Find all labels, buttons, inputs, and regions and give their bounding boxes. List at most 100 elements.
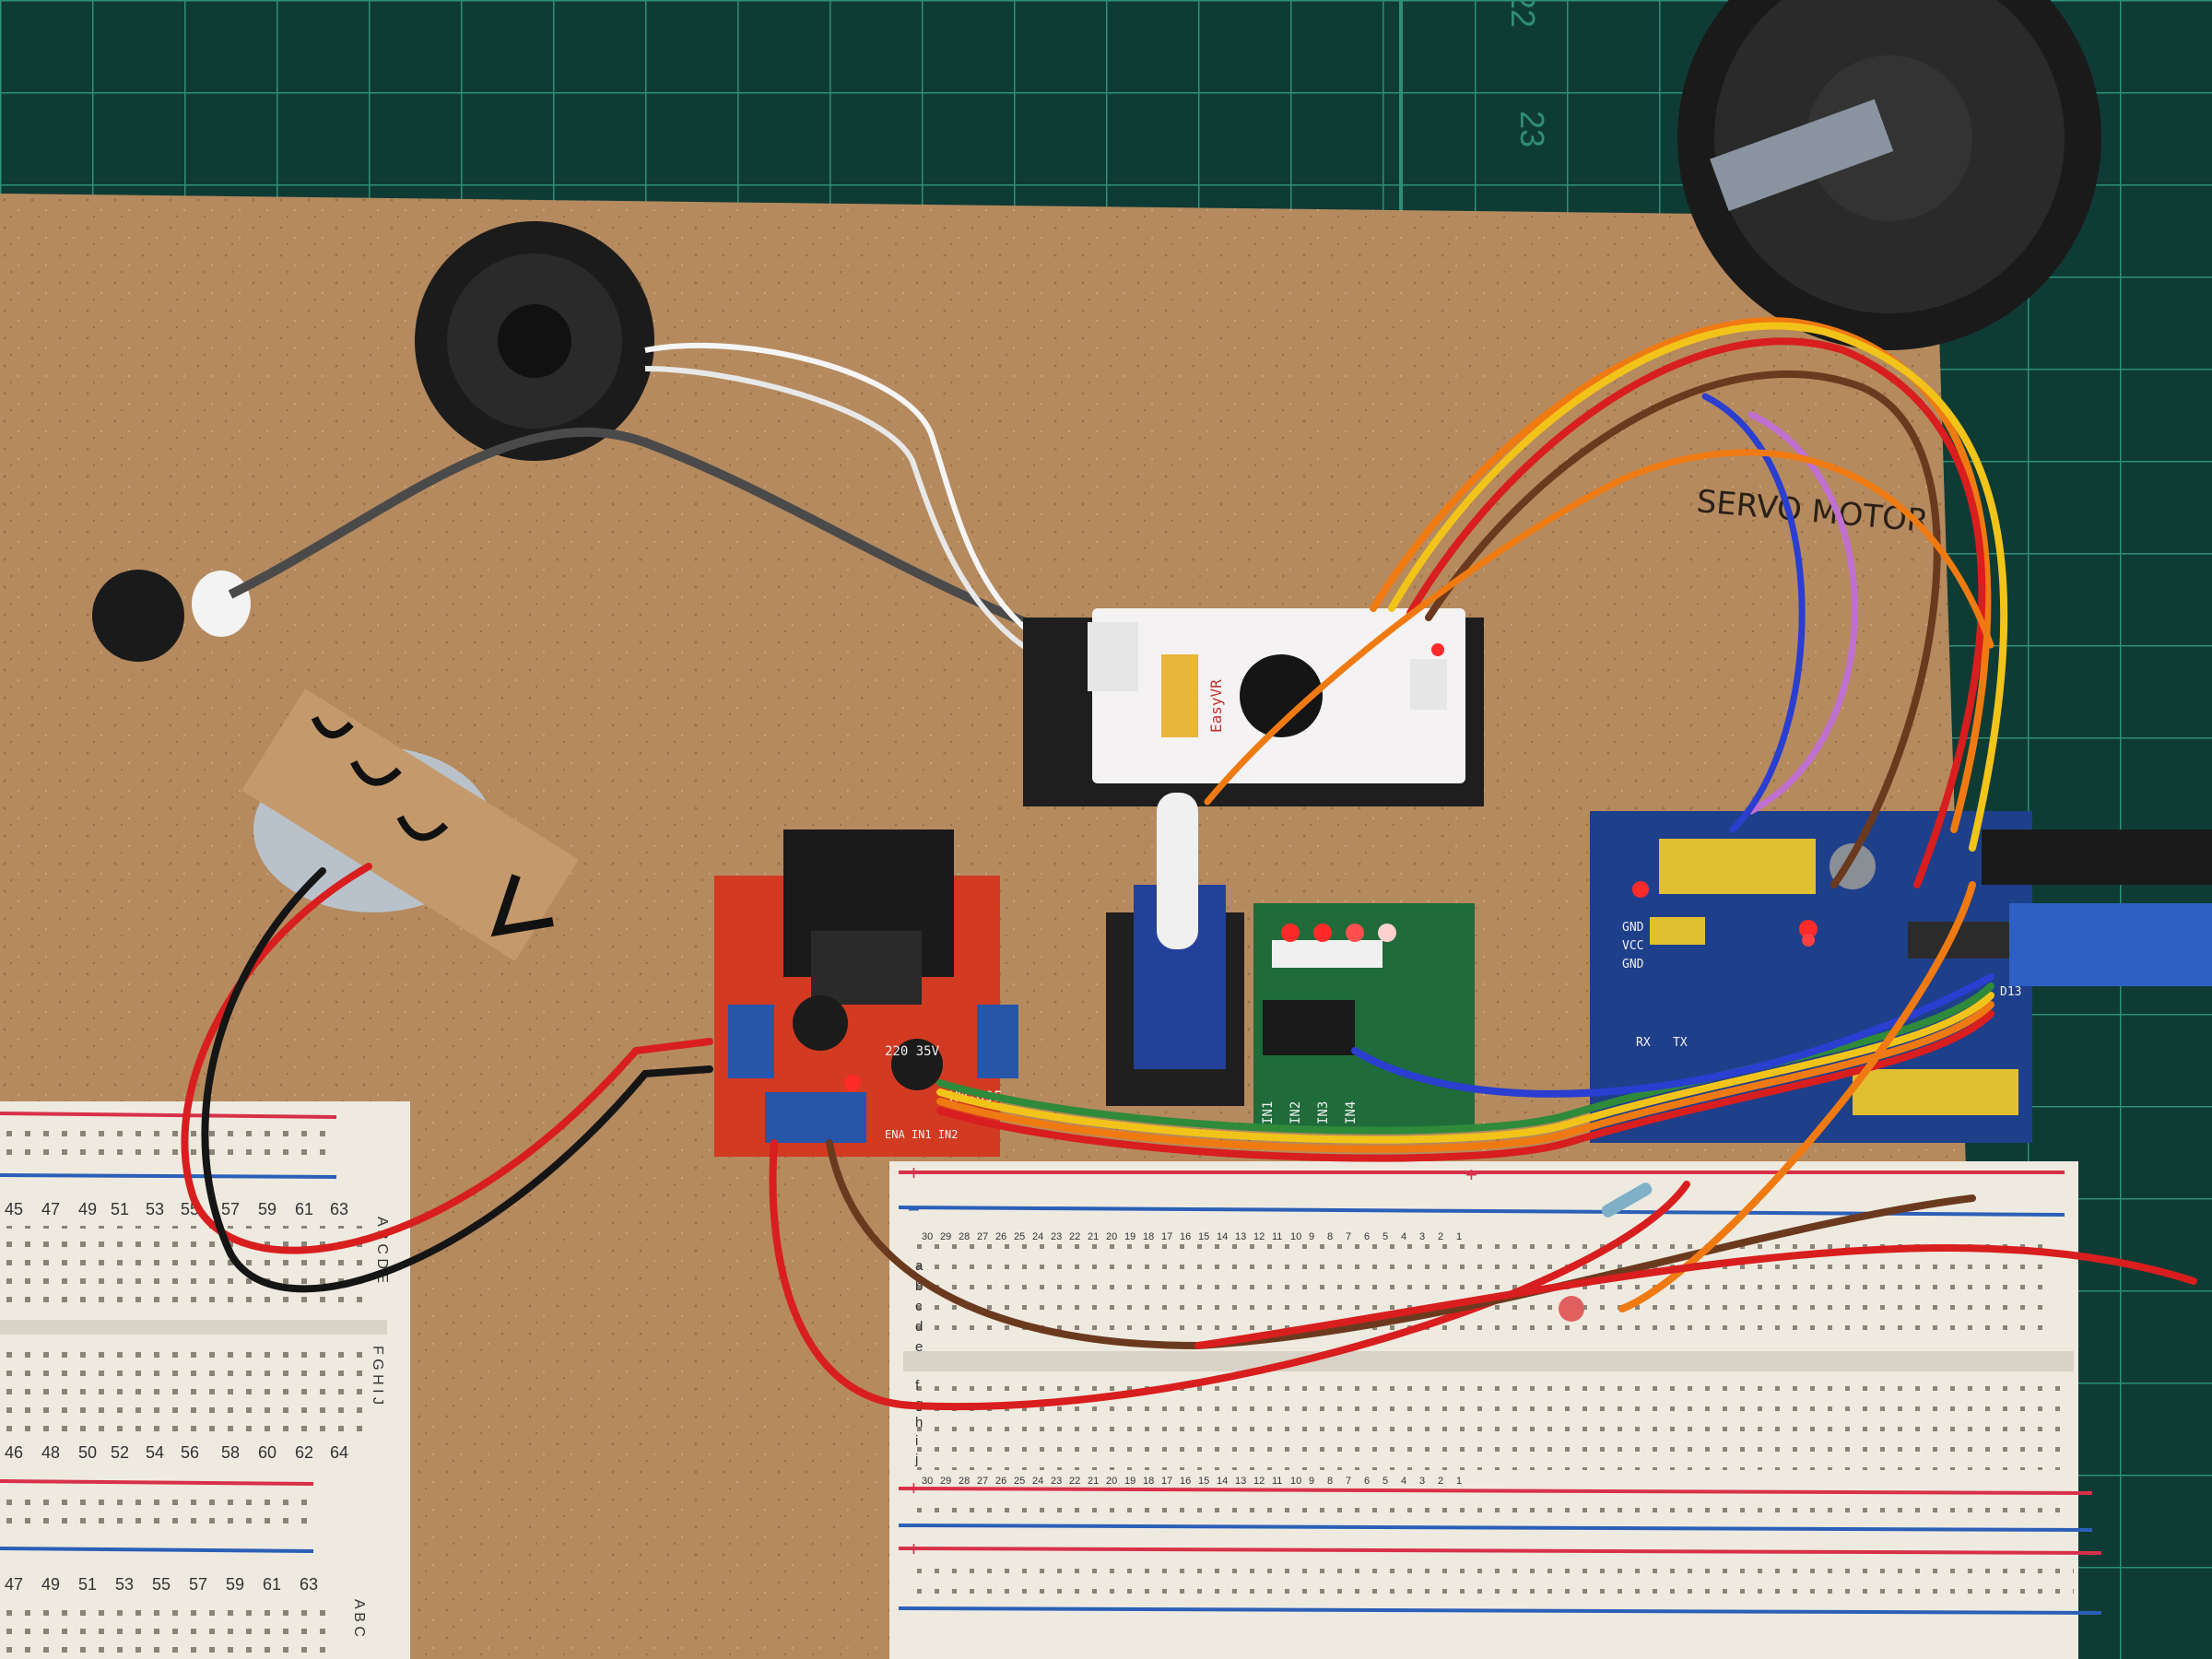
left-col-59: 59 — [258, 1200, 276, 1218]
left-lower-col-61: 61 — [263, 1575, 281, 1594]
left-top-numbers: 45 47 49 51 53 55 57 59 61 63 — [5, 1200, 348, 1218]
servo-wire-blue — [1701, 393, 1806, 833]
right-col-number-bottom: 19 — [1124, 1476, 1135, 1487]
right-column-numbers: 3030292928282727262625252424232322222121… — [922, 1231, 1462, 1487]
screw-terminal-bottom — [765, 1092, 866, 1143]
right-col-number-top: 26 — [995, 1231, 1006, 1242]
right-col-number-bottom: 20 — [1106, 1476, 1117, 1487]
right-col-number-bottom: 13 — [1235, 1476, 1246, 1487]
left-bottom-numbers: 46 48 50 52 54 56 58 60 62 64 — [5, 1443, 348, 1462]
left-lower-col-51: 51 — [78, 1575, 97, 1594]
right-col-number-bottom: 16 — [1180, 1476, 1191, 1487]
right-col-number-bottom: 25 — [1014, 1476, 1025, 1487]
voice-module-brand: EasyVR — [1207, 679, 1225, 733]
right-col-number-top: 1 — [1456, 1231, 1462, 1242]
uln2003-pin-in1: IN1 — [1261, 1101, 1276, 1124]
left-col-58: 58 — [221, 1443, 240, 1462]
left-col-47: 47 — [41, 1200, 60, 1218]
right-col-number-bottom: 23 — [1051, 1476, 1062, 1487]
right-col-number-bottom: 4 — [1401, 1476, 1406, 1487]
right-col-number-bottom: 6 — [1364, 1476, 1370, 1487]
right-col-number-bottom: 27 — [977, 1476, 988, 1487]
right-col-number-top: 9 — [1309, 1231, 1314, 1242]
voice-recognition-module: EasyVR — [1023, 608, 1484, 806]
voice-wire-brown — [1425, 370, 1941, 888]
breadboard-left: 45 47 49 51 53 55 57 59 61 63 46 48 50 5… — [0, 1101, 410, 1659]
ribbon-blue — [1351, 973, 1994, 1098]
left-col-54: 54 — [146, 1443, 164, 1462]
right-col-number-bottom: 14 — [1217, 1476, 1228, 1487]
right-col-number-top: 27 — [977, 1231, 988, 1242]
right-col-number-bottom: 24 — [1032, 1476, 1043, 1487]
row-b: b — [915, 1278, 923, 1294]
motor-wire-black — [201, 867, 713, 1293]
right-col-number-top: 7 — [1346, 1231, 1351, 1242]
right-col-number-top: 16 — [1180, 1231, 1191, 1242]
right-col-number-top: 6 — [1364, 1231, 1370, 1242]
shield-label-d13: D13 — [2000, 985, 2021, 999]
right-col-number-top: 10 — [1290, 1231, 1301, 1242]
left-col-53: 53 — [146, 1200, 164, 1218]
uln2003-pin-in2: IN2 — [1288, 1101, 1303, 1124]
left-col-46: 46 — [5, 1443, 23, 1462]
right-col-number-bottom: 9 — [1309, 1476, 1314, 1487]
voice-wire-yellow — [1388, 322, 2008, 852]
screw-terminal-right — [977, 1005, 1018, 1078]
uln2003-pin-in3: IN3 — [1316, 1101, 1331, 1124]
right-col-number-top: 23 — [1051, 1231, 1062, 1242]
right-col-number-bottom: 5 — [1382, 1476, 1388, 1487]
left-col-63: 63 — [330, 1200, 348, 1218]
rail-plus-top-right: + — [1465, 1163, 1477, 1186]
row-d: d — [915, 1319, 923, 1335]
rail-plus-top-left: + — [908, 1161, 920, 1184]
right-col-number-top: 30 — [922, 1231, 933, 1242]
right-col-number-bottom: 3 — [1419, 1476, 1425, 1487]
breadboard-right: + + − + − + − 30302929282827272626252524… — [889, 1161, 2102, 1659]
shield-label-vcc: VCC — [1622, 939, 1643, 953]
right-col-number-top: 19 — [1124, 1231, 1135, 1242]
left-lower-col-47: 47 — [5, 1575, 23, 1594]
right-col-number-top: 20 — [1106, 1231, 1117, 1242]
left-row-letters-lower: A B C — [351, 1599, 367, 1637]
right-col-number-bottom: 12 — [1253, 1476, 1265, 1487]
right-col-number-bottom: 15 — [1198, 1476, 1209, 1487]
right-col-number-bottom: 10 — [1290, 1476, 1301, 1487]
left-col-60: 60 — [258, 1443, 276, 1462]
left-col-64: 64 — [330, 1443, 348, 1462]
right-col-number-bottom: 8 — [1327, 1476, 1333, 1487]
rail-minus-bottom-left: − — [908, 1596, 920, 1619]
red-led-breadboard — [1559, 1296, 1584, 1322]
right-col-number-bottom: 17 — [1161, 1476, 1172, 1487]
right-col-number-top: 15 — [1198, 1231, 1209, 1242]
right-col-number-bottom: 29 — [940, 1476, 951, 1487]
uln2003-stepper-driver: IN1 IN2 IN3 IN4 — [1253, 903, 1475, 1129]
voice-wire-red — [1406, 337, 1986, 888]
right-col-number-bottom: 30 — [922, 1476, 933, 1487]
jumper-wires — [181, 317, 2197, 1411]
left-lower-col-49: 49 — [41, 1575, 60, 1594]
shield-label-rx: RX — [1636, 1036, 1651, 1050]
uln2003-pin-in4: IN4 — [1344, 1101, 1359, 1124]
speaker-wire-white — [644, 342, 1088, 666]
shield-label-tx: TX — [1673, 1036, 1688, 1050]
row-j: j — [914, 1452, 918, 1467]
left-col-57: 57 — [221, 1200, 240, 1218]
l298n-motor-driver: 220 35V HW-095 ENA IN1 IN2 — [714, 830, 1018, 1157]
left-col-62: 62 — [295, 1443, 313, 1462]
right-col-number-top: 24 — [1032, 1231, 1043, 1242]
ribbon-yellow — [936, 992, 1994, 1144]
mic-cable — [228, 427, 1089, 650]
shield-label-gnd-1: GND — [1622, 921, 1644, 935]
servo-horn — [1157, 793, 1198, 949]
power-wire-brown — [826, 1139, 1976, 1350]
screw-terminal-left — [728, 1005, 774, 1078]
l298n-pin-labels: ENA IN1 IN2 — [885, 1128, 958, 1141]
left-col-49: 49 — [78, 1200, 97, 1218]
voice-wire-orange — [1370, 317, 1992, 833]
ruler-number-22: 22 — [1504, 0, 1542, 28]
servo-motor — [1106, 793, 1244, 1106]
shield-label-gnd-2: GND — [1622, 958, 1644, 971]
row-f: f — [915, 1378, 920, 1394]
right-col-number-top: 2 — [1438, 1231, 1443, 1242]
